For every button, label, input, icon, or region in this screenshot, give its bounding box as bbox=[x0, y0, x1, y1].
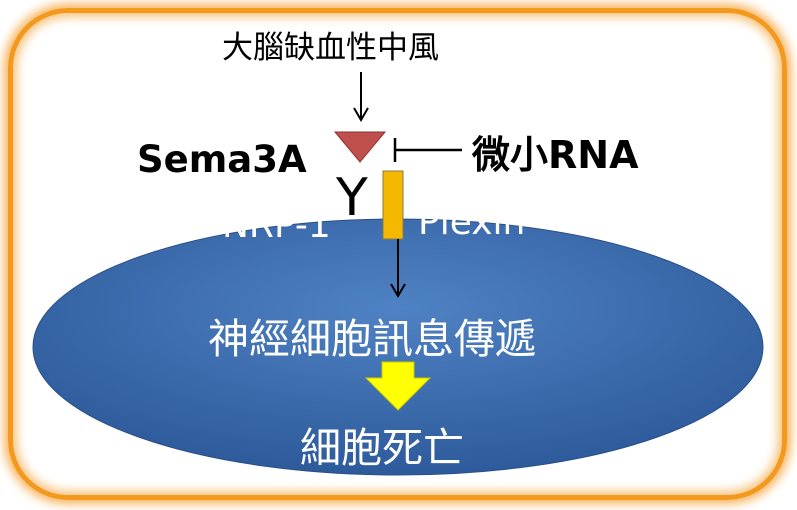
signaling-label: 神經細胞訊息傳遞 bbox=[208, 315, 536, 363]
death-arrow bbox=[364, 361, 432, 411]
stimulus-label: 大腦缺血性中風 bbox=[222, 30, 439, 66]
inhibitor-label: 微小RNA bbox=[472, 133, 639, 177]
ligand-label: Sema3A bbox=[137, 138, 307, 181]
outcome-label: 細胞死亡 bbox=[300, 424, 464, 472]
diagram-frame bbox=[8, 8, 787, 500]
sema3a-triangle bbox=[333, 131, 387, 163]
plexin-receptor bbox=[382, 170, 404, 240]
nrp1-y-symbol: Y bbox=[336, 168, 368, 228]
nrp1-label: NRP-1 bbox=[222, 205, 331, 246]
plexin-label: Plexin bbox=[418, 202, 526, 243]
